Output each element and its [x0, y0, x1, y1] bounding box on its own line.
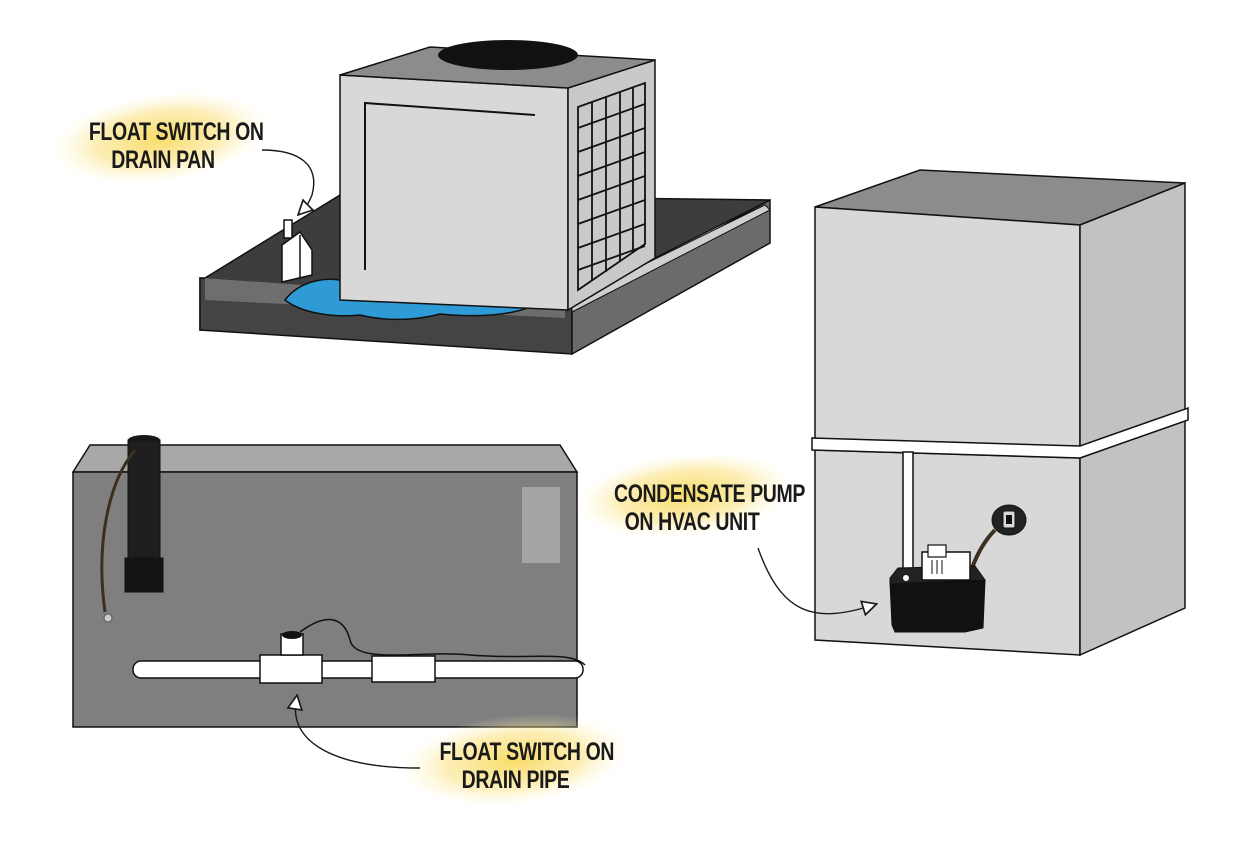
box-panel — [522, 487, 560, 563]
arrow-drain-pan — [261, 149, 314, 210]
hvac-divider-band — [811, 406, 1189, 459]
vent-pipe-fitting — [124, 557, 164, 593]
drain-pipe — [132, 660, 584, 679]
vent-pipe — [127, 439, 161, 559]
label-line-2: DRAIN PIPE — [461, 766, 570, 794]
fan-top — [438, 40, 578, 70]
pan-float-switch — [281, 219, 313, 283]
label-float-switch-drain-pipe: FLOAT SWITCH ON DRAIN PIPE — [439, 738, 615, 794]
arrow-drain-pipe — [295, 702, 421, 769]
pointer-arrows — [261, 149, 870, 769]
arrow-condensate-pump — [757, 547, 870, 614]
label-line-2: DRAIN PAN — [111, 146, 215, 174]
condensate-pump — [889, 544, 986, 633]
hvac-unit-illustration — [811, 169, 1189, 657]
hvac-side-lower — [1079, 418, 1186, 657]
pipe-coupling — [371, 655, 436, 683]
drain-tube — [902, 451, 914, 578]
front-panel-line — [364, 101, 536, 270]
hvac-side-upper — [1079, 181, 1186, 450]
label-line-2: ON HVAC UNIT — [624, 508, 760, 536]
hvac-front-upper — [814, 206, 1081, 449]
label-float-switch-drain-pan: FLOAT SWITCH ON DRAIN PAN — [88, 118, 264, 174]
pump-power-cord — [970, 528, 997, 569]
vent-wire — [100, 449, 137, 613]
pipe-switch-wire — [299, 618, 586, 666]
drain-pipe-illustration — [71, 435, 586, 728]
label-highlights — [50, 90, 795, 807]
label-condensate-pump: CONDENSATE PUMP ON HVAC UNIT — [614, 480, 805, 536]
ac-unit-drain-pan-illustration — [199, 40, 771, 356]
pipe-tee-fitting — [259, 654, 323, 684]
label-line-1: FLOAT SWITCH ON — [439, 738, 615, 766]
power-outlet — [991, 504, 1027, 536]
label-line-1: CONDENSATE PUMP — [614, 480, 805, 508]
side-grille — [577, 81, 646, 292]
label-line-1: FLOAT SWITCH ON — [88, 118, 264, 146]
